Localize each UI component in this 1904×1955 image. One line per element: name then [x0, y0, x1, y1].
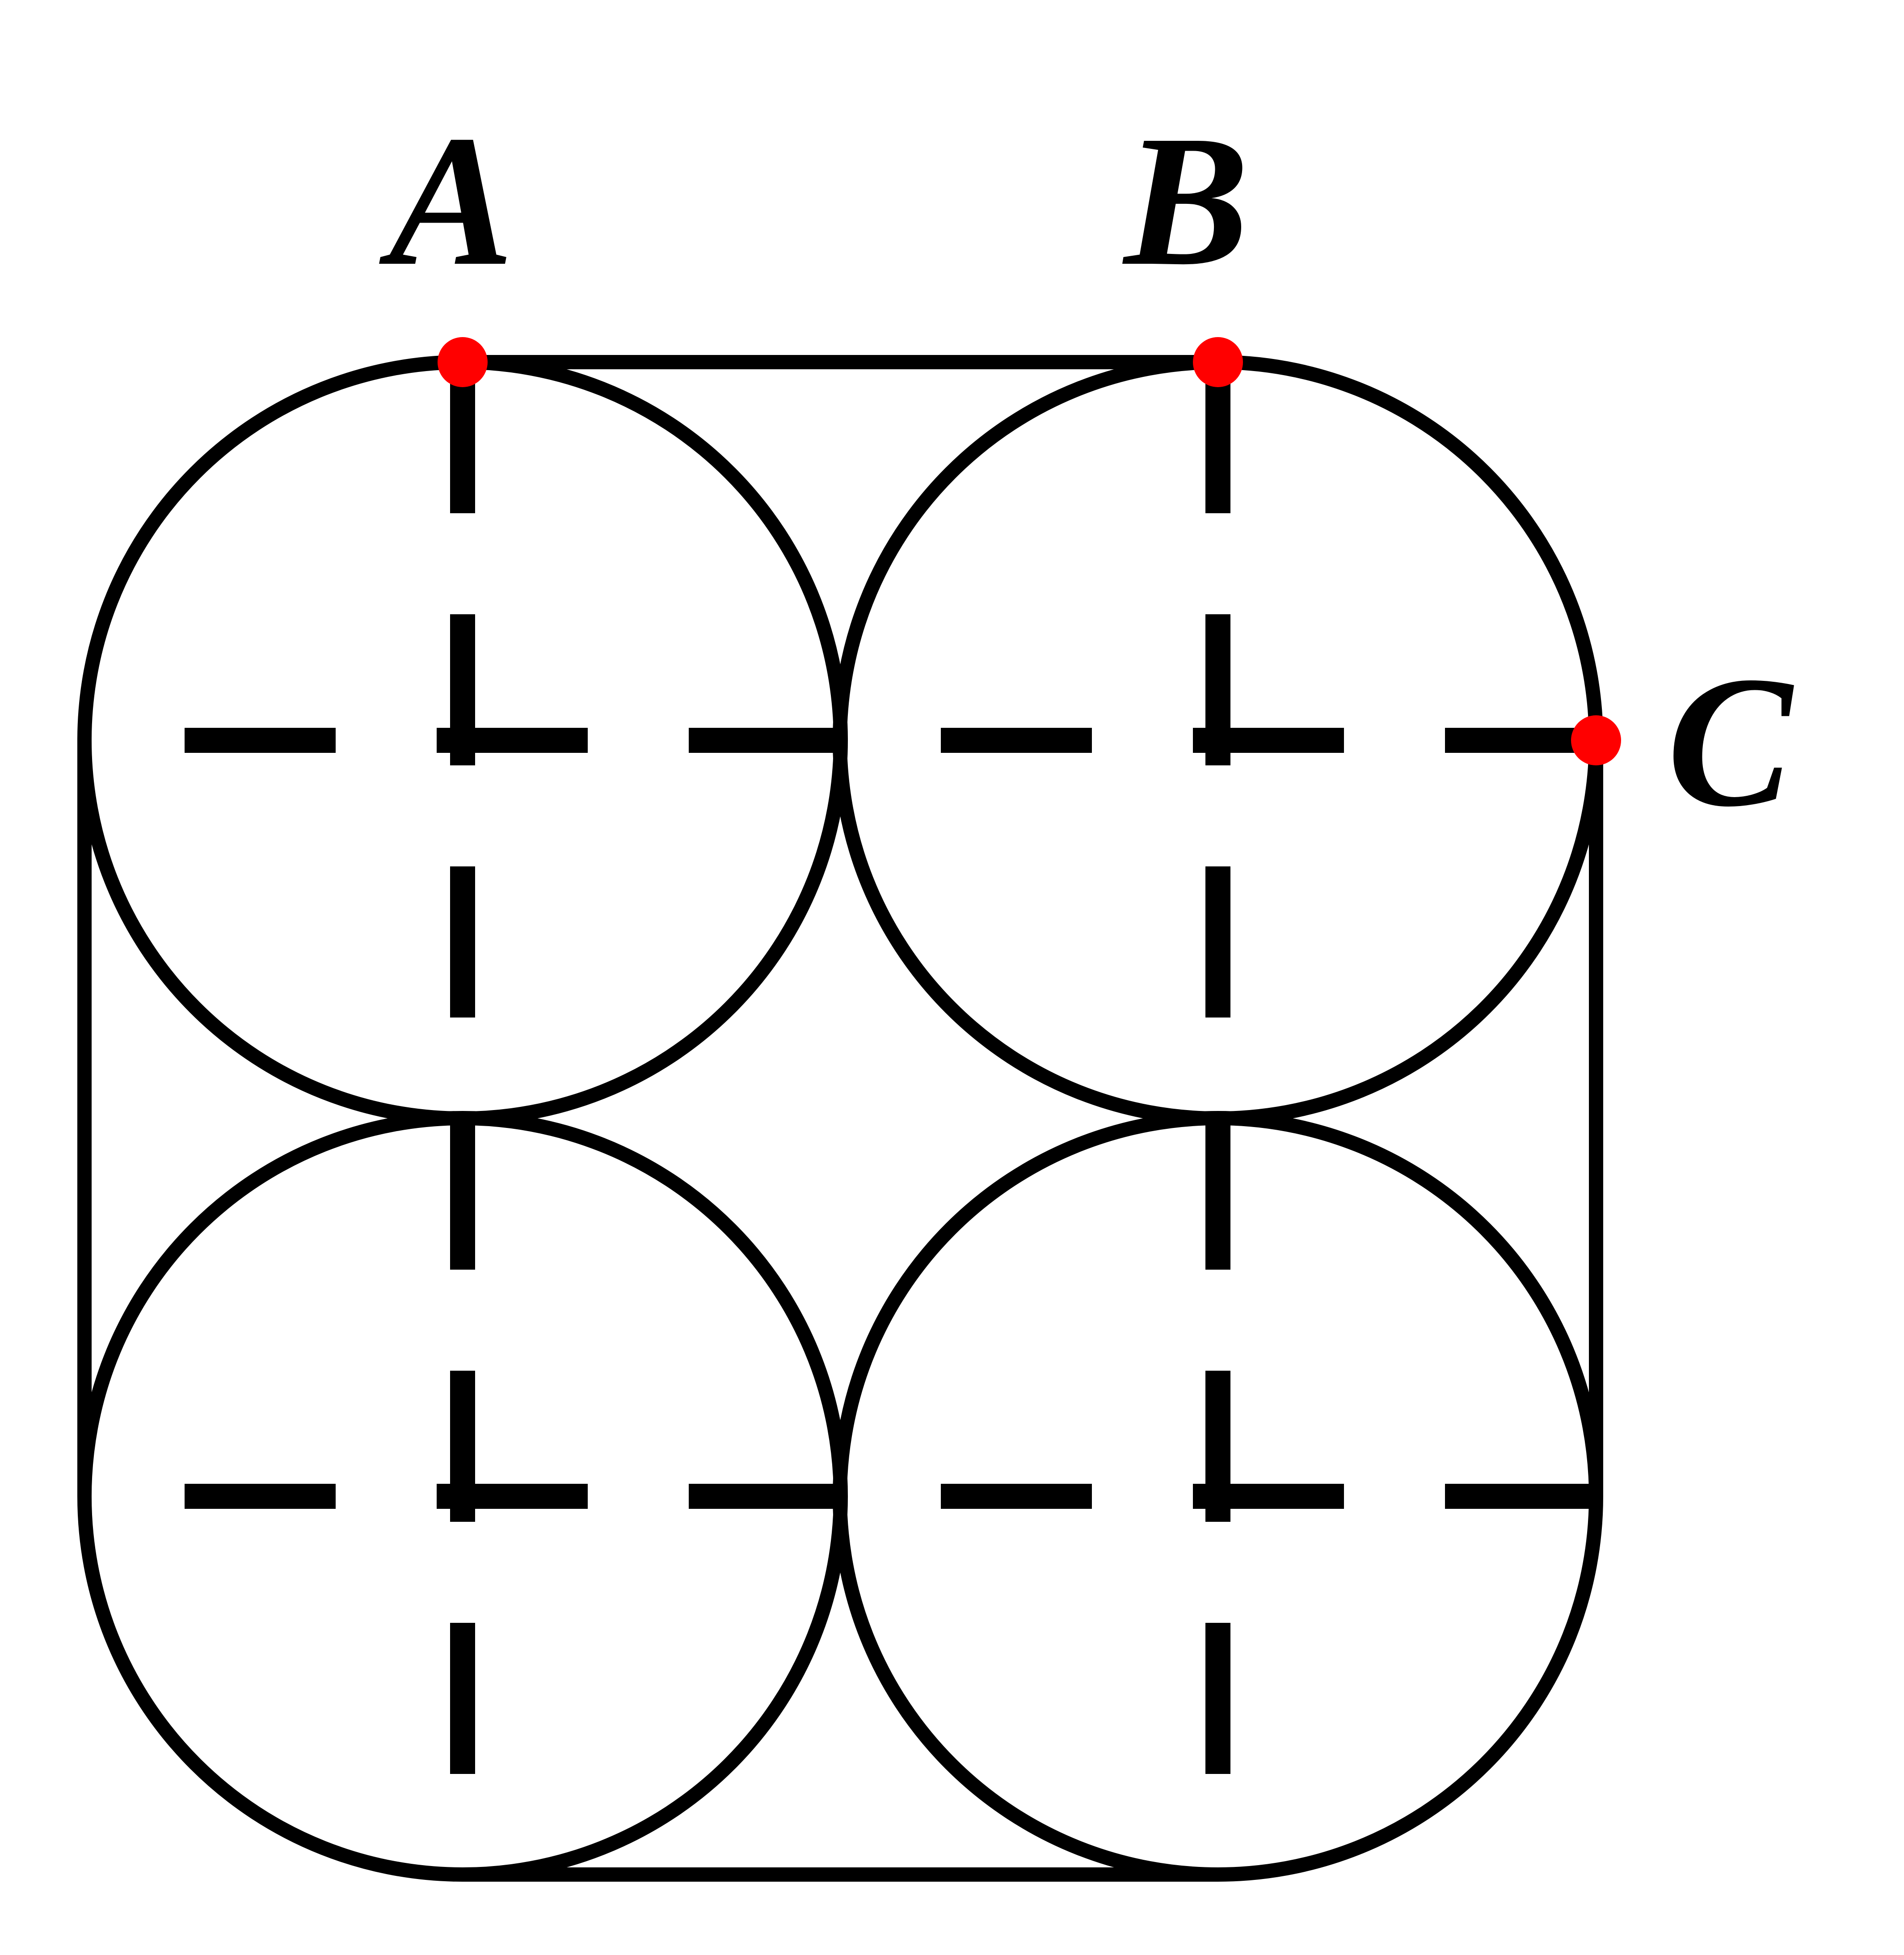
point-b — [1193, 337, 1243, 387]
center-ticks — [438, 728, 1243, 1509]
point-a — [438, 337, 488, 387]
label-b: B — [1121, 97, 1249, 304]
circles — [77, 355, 1603, 1882]
label-a: A — [377, 97, 514, 304]
outer-band — [77, 355, 1603, 1882]
label-c: C — [1667, 638, 1796, 845]
point-c — [1571, 715, 1621, 765]
points — [438, 337, 1621, 765]
